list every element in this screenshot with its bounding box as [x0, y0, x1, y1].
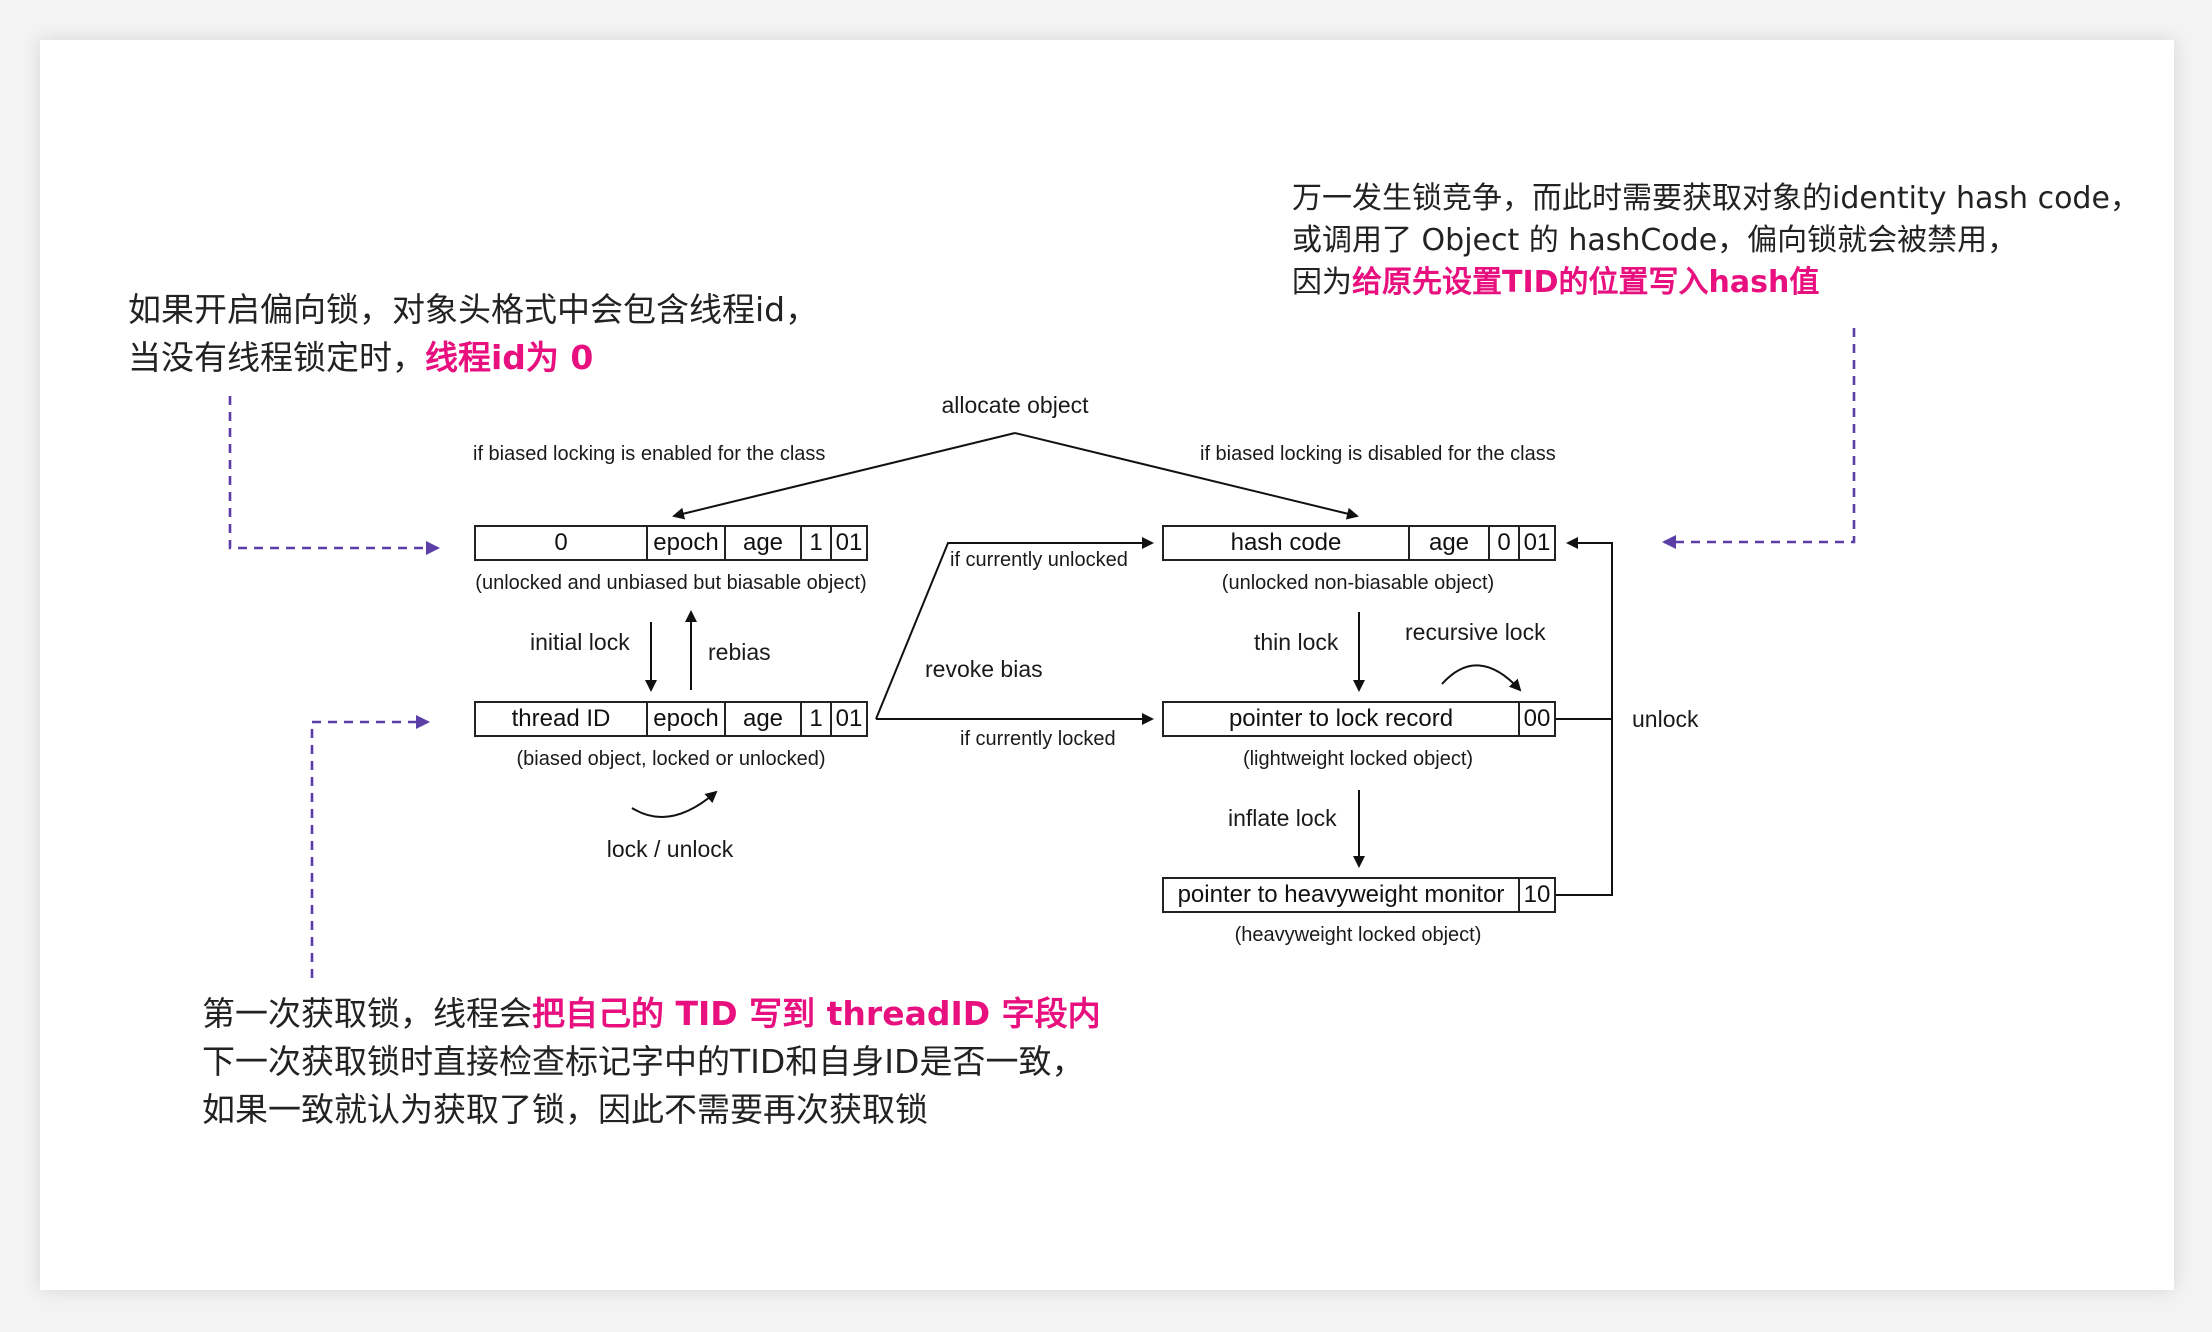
- mark-word-heavyweight: pointer to heavyweight monitor 10: [1162, 877, 1556, 913]
- arrow-lock-unlock: [631, 790, 718, 818]
- recursive-lock-label: recursive lock: [1405, 619, 1546, 645]
- cell-lock-bits: 01: [830, 703, 866, 735]
- mark-word-unbiased: 0 epoch age 1 01: [474, 525, 868, 561]
- inflate-lock-label: inflate lock: [1228, 805, 1337, 831]
- cell-lock-bits: 01: [1518, 527, 1554, 559]
- note-bottom-line1: 第一次获取锁，线程会: [202, 994, 532, 1033]
- cell-lock-bits: 01: [830, 527, 866, 559]
- cell-biased-bit: 1: [800, 703, 830, 735]
- mark-word-biased: thread ID epoch age 1 01: [474, 701, 868, 737]
- note-left-top-highlight: 线程id为 0: [425, 338, 594, 377]
- cell-age: age: [724, 527, 800, 559]
- thin-lock-label: thin lock: [1254, 629, 1339, 655]
- biased-caption: (biased object, locked or unlocked): [516, 748, 826, 770]
- cell-lock-bits: 10: [1518, 879, 1554, 911]
- cell-thread-id: thread ID: [511, 705, 611, 732]
- note-bottom-highlight: 把自己的 TID 写到 threadID 字段内: [532, 994, 1101, 1033]
- initial-lock-label: initial lock: [530, 629, 630, 655]
- arrow-recursive-lock: [1441, 664, 1522, 692]
- note-bottom: 第一次获取锁，线程会把自己的 TID 写到 threadID 字段内 下一次获取…: [202, 990, 1101, 1134]
- arrow-to-unbiased: [672, 432, 1016, 520]
- rebias-label: rebias: [708, 639, 771, 665]
- note-right-top-line1: 万一发生锁竞争，而此时需要获取对象的identity hash code，: [1292, 181, 2140, 216]
- mark-word-lightweight: pointer to lock record 00: [1162, 701, 1556, 737]
- unlock-label: unlock: [1632, 706, 1699, 732]
- diagram-card: [40, 40, 2174, 1290]
- note-bottom-line3: 如果一致就认为获取了锁，因此不需要再次获取锁: [202, 1090, 928, 1129]
- cell-epoch: epoch: [646, 703, 724, 735]
- arrow-to-hash: [1014, 432, 1359, 520]
- cell-lock-record-pointer: pointer to lock record: [1228, 705, 1454, 732]
- mark-word-hash: hash code age 0 01: [1162, 525, 1556, 561]
- cell-monitor-pointer: pointer to heavyweight monitor: [1177, 881, 1505, 908]
- cell-hash-code: hash code: [1230, 529, 1342, 556]
- note-left-top-line2: 当没有线程锁定时，: [128, 338, 425, 377]
- note-right-top: 万一发生锁竞争，而此时需要获取对象的identity hash code， 或调…: [1292, 178, 2140, 304]
- allocate-object-label: allocate object: [941, 392, 1089, 418]
- callout-arrow-right-top: [1662, 328, 1856, 549]
- cell-lock-bits: 00: [1518, 703, 1554, 735]
- callout-arrow-left-top: [228, 396, 440, 555]
- if-currently-unlocked-label: if currently unlocked: [950, 549, 1128, 571]
- cell-biased-bit: 0: [1488, 527, 1518, 559]
- note-right-top-highlight: 给原先设置TID的位置写入hash值: [1352, 265, 1820, 300]
- cell-zero: 0: [554, 529, 568, 556]
- arrow-if-currently-unlocked: [875, 537, 1154, 720]
- cell-age: age: [724, 703, 800, 735]
- note-left-top-line1: 如果开启偏向锁，对象头格式中会包含线程id，: [128, 290, 819, 329]
- lock-unlock-label: lock / unlock: [606, 836, 734, 862]
- lightweight-caption: (lightweight locked object): [1242, 748, 1474, 770]
- note-bottom-line2: 下一次获取锁时直接检查标记字中的TID和自身ID是否一致，: [202, 1042, 1085, 1081]
- arrow-unlock: [1556, 543, 1613, 896]
- unbiased-caption: (unlocked and unbiased but biasable obje…: [475, 572, 867, 594]
- cell-age: age: [1408, 527, 1488, 559]
- cell-biased-bit: 1: [800, 527, 830, 559]
- heavyweight-caption: (heavyweight locked object): [1234, 924, 1482, 946]
- biased-disabled-label: if biased locking is disabled for the cl…: [1200, 443, 1556, 465]
- if-currently-locked-label: if currently locked: [960, 728, 1116, 750]
- revoke-bias-label: revoke bias: [925, 656, 1043, 682]
- note-left-top: 如果开启偏向锁，对象头格式中会包含线程id， 当没有线程锁定时，线程id为 0: [128, 286, 818, 382]
- hash-caption: (unlocked non-biasable object): [1221, 572, 1495, 594]
- note-right-top-line3: 因为: [1292, 265, 1352, 300]
- cell-epoch: epoch: [646, 527, 724, 559]
- note-right-top-line2: 或调用了 Object 的 hashCode，偏向锁就会被禁用，: [1292, 223, 2018, 258]
- biased-enabled-label: if biased locking is enabled for the cla…: [473, 443, 826, 465]
- callout-arrow-bottom: [310, 715, 430, 978]
